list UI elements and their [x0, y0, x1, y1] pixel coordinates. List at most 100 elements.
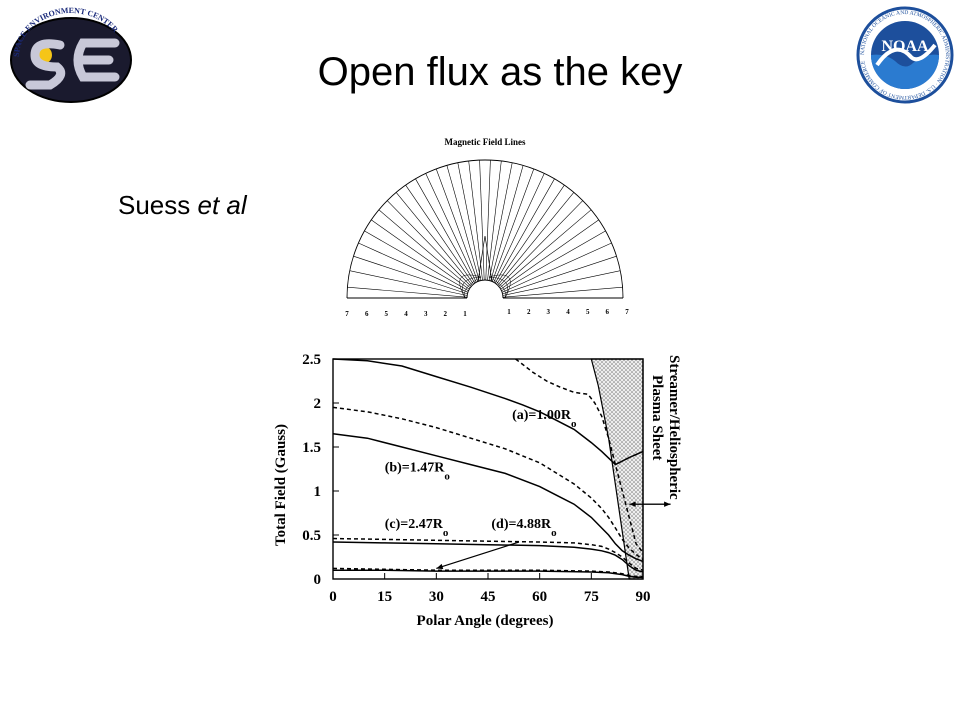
helmet-streamer-cusp [477, 235, 493, 283]
field-line [353, 255, 468, 295]
noaa-logo-text: NOAA [881, 38, 929, 55]
closed-loop [462, 276, 482, 299]
x-tick-label: 30 [429, 589, 444, 605]
field-line [457, 162, 482, 281]
diagram-tick-left: 4 [404, 310, 408, 318]
field-line [490, 165, 524, 281]
d-label-arrow-head [436, 563, 444, 570]
closed-loop [459, 274, 482, 299]
series-line-0 [332, 358, 644, 466]
series-group [332, 358, 644, 578]
d-label-arrow [436, 541, 520, 570]
series-label-subscript: o [571, 418, 577, 430]
y-tick-label: 0 [314, 572, 322, 588]
citation-etal: et al [197, 190, 247, 220]
x-tick-label: 90 [636, 589, 651, 605]
y-tick-label: 2 [314, 396, 322, 412]
field-lines [346, 159, 624, 299]
diagram-tick-left: 1 [463, 310, 467, 318]
field-line [364, 230, 469, 291]
series-line-2 [332, 433, 644, 563]
field-line [485, 160, 491, 281]
series-label: (d)=4.88Ro [491, 517, 557, 539]
diagram-tick-left: 3 [424, 310, 428, 318]
field-line [415, 178, 476, 284]
field-line [347, 286, 468, 298]
series-line-3 [332, 406, 644, 561]
field-line [386, 200, 472, 287]
field-line [479, 160, 485, 281]
diagram-tick-right: 3 [547, 308, 551, 316]
series-label: (b)=1.47Ro [385, 461, 451, 483]
field-line [446, 165, 480, 281]
field-line [492, 168, 535, 282]
annotation-line1: Streamer/Heliospheric [666, 355, 682, 500]
field-line [468, 160, 483, 281]
plasma-sheet-annotation: Streamer/Heliospheric Plasma Sheet [649, 355, 682, 500]
field-line [502, 255, 617, 295]
series-line-7 [332, 567, 643, 578]
x-tick-label: 75 [584, 589, 599, 605]
field-line [488, 162, 513, 281]
series-label-subscript: o [444, 471, 450, 483]
field-line [378, 209, 471, 289]
field-line [493, 173, 545, 283]
field-line [501, 230, 606, 291]
sun-surface [466, 279, 504, 299]
diagram-tick-right: 2 [527, 308, 531, 316]
field-line [405, 184, 474, 285]
plasma-sheet-arrow-left-head [629, 501, 636, 507]
field-line [501, 242, 612, 293]
y-axis-label: Total Field (Gauss) [273, 424, 289, 546]
y-tick-label: 2.5 [302, 352, 321, 368]
x-tick-label: 45 [481, 589, 496, 605]
field-line [502, 286, 623, 298]
slide-title: Open flux as the key [317, 50, 683, 94]
x-tick-label: 0 [329, 589, 337, 605]
y-tick-label: 1.5 [302, 440, 321, 456]
field-line [371, 219, 470, 290]
closed-loop [488, 274, 511, 299]
annotation-line2: Plasma Sheet [649, 375, 665, 460]
field-line [497, 192, 575, 286]
diagram-tick-left: 6 [365, 310, 369, 318]
series-line-6 [333, 569, 643, 578]
series-label: (c)=2.47Ro [385, 517, 449, 539]
diagram-tick-right: 5 [586, 308, 590, 316]
citation-author: Suess [118, 190, 191, 220]
field-line [349, 270, 468, 296]
field-line [494, 178, 555, 284]
series-label-subscript: o [551, 527, 557, 539]
series-line-1 [515, 358, 644, 554]
field-line [500, 219, 599, 290]
axes: 0 15 30 45 60 75 90 0 0.5 1 1.5 2 2.5 [302, 352, 650, 605]
diagram-tick-left: 5 [385, 310, 389, 318]
space-environment-center-logo: SPACE ENVIRONMENT CENTER [10, 6, 132, 103]
field-line [425, 173, 477, 283]
diagram-tick-right: 7 [625, 308, 629, 316]
diagram-tick-left: 2 [444, 310, 448, 318]
field-line [358, 242, 469, 293]
outer-boundary [346, 159, 624, 299]
diagram-tick-right: 1 [507, 308, 511, 316]
noaa-logo: NATIONAL OCEANIC AND ATMOSPHERIC ADMINIS… [856, 6, 954, 104]
citation: Suess et al [118, 190, 247, 221]
diagram-tick-labels: 7 6 5 4 3 2 1 1 2 3 4 5 6 7 [345, 308, 629, 318]
series-line-4 [332, 541, 644, 573]
diagram-tick-right: 6 [606, 308, 610, 316]
diagram-tick-right: 4 [566, 308, 570, 316]
x-tick-label: 60 [532, 589, 547, 605]
field-line [502, 270, 621, 296]
field-line [499, 209, 592, 289]
field-line [487, 160, 502, 281]
series-label-subscript: o [443, 527, 449, 539]
y-tick-label: 1 [314, 484, 322, 500]
field-line [498, 200, 584, 287]
diagram-tick-left: 7 [345, 310, 349, 318]
closed-loop [464, 276, 482, 299]
x-axis-label: Polar Angle (degrees) [417, 613, 554, 629]
y-tick-label: 0.5 [302, 528, 321, 544]
x-tick-label: 15 [377, 589, 392, 605]
